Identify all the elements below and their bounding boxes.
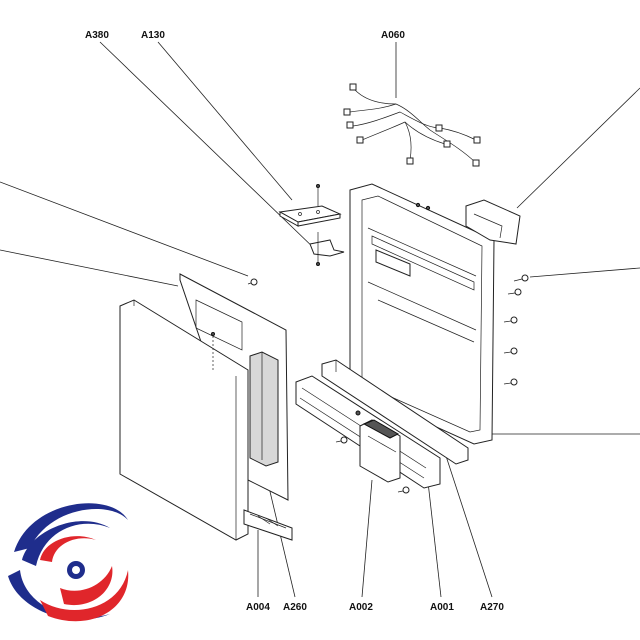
leader-right-screws	[529, 267, 640, 278]
hinge-bracket	[309, 232, 345, 266]
wiring-harness	[343, 83, 481, 167]
outer-door-panel	[119, 299, 249, 541]
bottom-trim	[243, 509, 293, 541]
label-a130: A130	[141, 30, 165, 41]
hinge-plate	[278, 184, 342, 227]
leader-a002	[361, 479, 373, 598]
label-a002: A002	[349, 602, 373, 613]
label-a260: A260	[283, 602, 307, 613]
leader-a380	[99, 41, 319, 253]
leader-a130	[157, 41, 293, 201]
brand-logo-icon	[8, 503, 129, 622]
bottom-strip	[321, 359, 469, 465]
label-a380: A380	[85, 30, 109, 41]
leader-a001	[427, 481, 442, 598]
leader-a270	[445, 455, 493, 598]
insulation-block	[249, 351, 279, 467]
label-a270: A270	[480, 602, 504, 613]
top-cover-part	[465, 199, 521, 245]
door-handle	[359, 419, 401, 483]
label-a060: A060	[381, 30, 405, 41]
label-a004: A004	[246, 602, 270, 613]
screws-bottom	[247, 278, 410, 494]
label-a001: A001	[430, 602, 454, 613]
leader-right-top	[516, 87, 640, 209]
leader-left-upper	[0, 181, 249, 277]
screws-right	[503, 274, 529, 386]
leader-left-lower	[0, 249, 179, 287]
